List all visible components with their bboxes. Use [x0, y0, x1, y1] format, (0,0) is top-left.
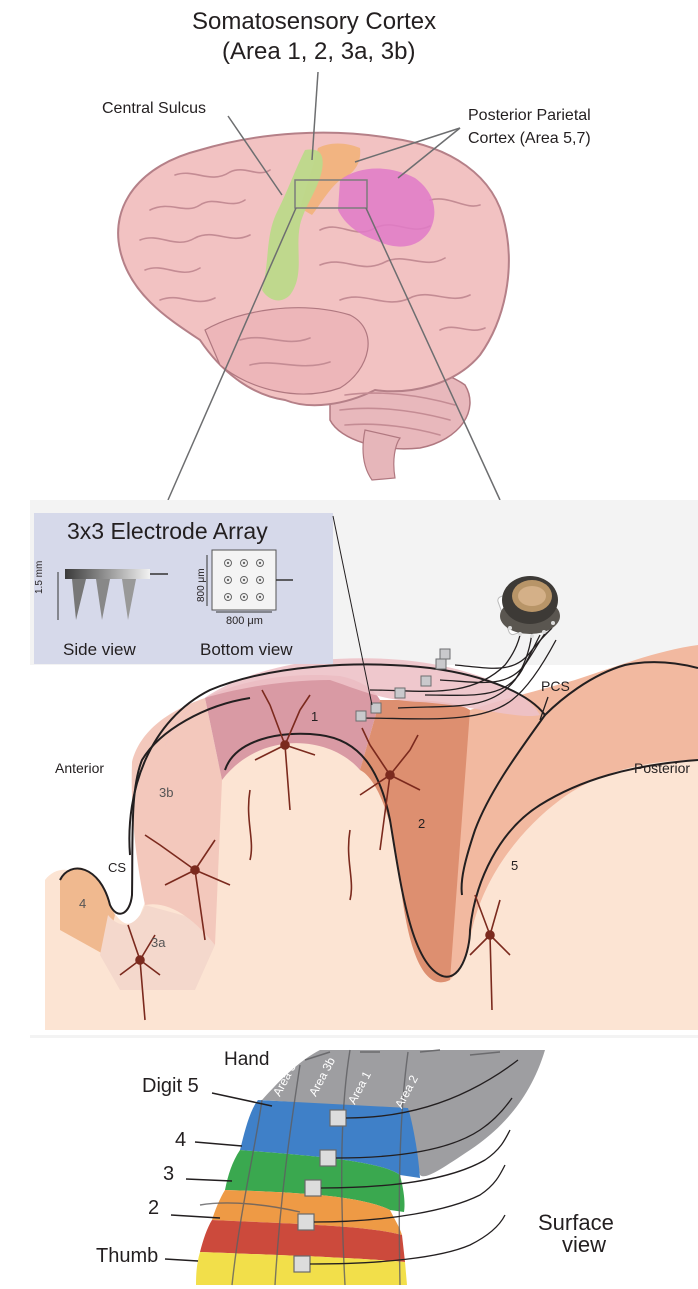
side-view-base — [65, 569, 150, 579]
area-5-label: 5 — [511, 858, 518, 873]
brain-stem — [363, 430, 400, 480]
posterior-label: Posterior — [634, 760, 690, 776]
digit4-label: 4 — [175, 1129, 186, 1152]
surface-view-label-line2: view — [562, 1232, 606, 1258]
depth-label: 1.5 mm — [34, 561, 45, 594]
area-3b-label: 3b — [159, 785, 173, 800]
brain-illustration — [118, 133, 509, 480]
electrode — [356, 711, 366, 721]
digit5-label: Digit 5 — [142, 1075, 199, 1098]
electrode — [371, 703, 381, 713]
electrode — [395, 688, 405, 698]
area-4-label: 4 — [79, 896, 86, 911]
anterior-label: Anterior — [55, 760, 104, 776]
figure-title-line1: Somatosensory Cortex — [192, 8, 436, 36]
bottom-view-caption: Bottom view — [200, 640, 293, 660]
electrode — [440, 649, 450, 659]
area-2-label: 2 — [418, 816, 425, 831]
temporal-lobe — [205, 308, 368, 394]
surface-electrode — [305, 1180, 321, 1196]
electrode — [436, 659, 446, 669]
ppc-label-line2: Cortex (Area 5,7) — [468, 130, 591, 148]
surface-electrode — [320, 1150, 336, 1166]
electrode — [421, 676, 431, 686]
central-sulcus-label: Central Sulcus — [102, 100, 206, 118]
surface-electrode — [294, 1256, 310, 1272]
figure-title-line2: (Area 1, 2, 3a, 3b) — [222, 38, 415, 66]
cs-label: CS — [108, 860, 126, 875]
area-1-label: 1 — [311, 709, 318, 724]
thumb-label: Thumb — [96, 1245, 158, 1268]
pcs-label: PCS — [541, 678, 570, 694]
width-label: 800 μm — [226, 615, 263, 627]
digit2-label: 2 — [148, 1197, 159, 1220]
height-label: 800 μm — [196, 568, 207, 602]
surface-electrode — [330, 1110, 346, 1126]
surface-electrode — [298, 1214, 314, 1230]
inset-title: 3x3 Electrode Array — [67, 518, 268, 545]
hand-label: Hand — [224, 1049, 269, 1071]
digit3-label: 3 — [163, 1163, 174, 1186]
ppc-label-line1: Posterior Parietal — [468, 107, 591, 125]
area-3a-label: 3a — [151, 935, 165, 950]
side-view-caption: Side view — [63, 640, 136, 660]
